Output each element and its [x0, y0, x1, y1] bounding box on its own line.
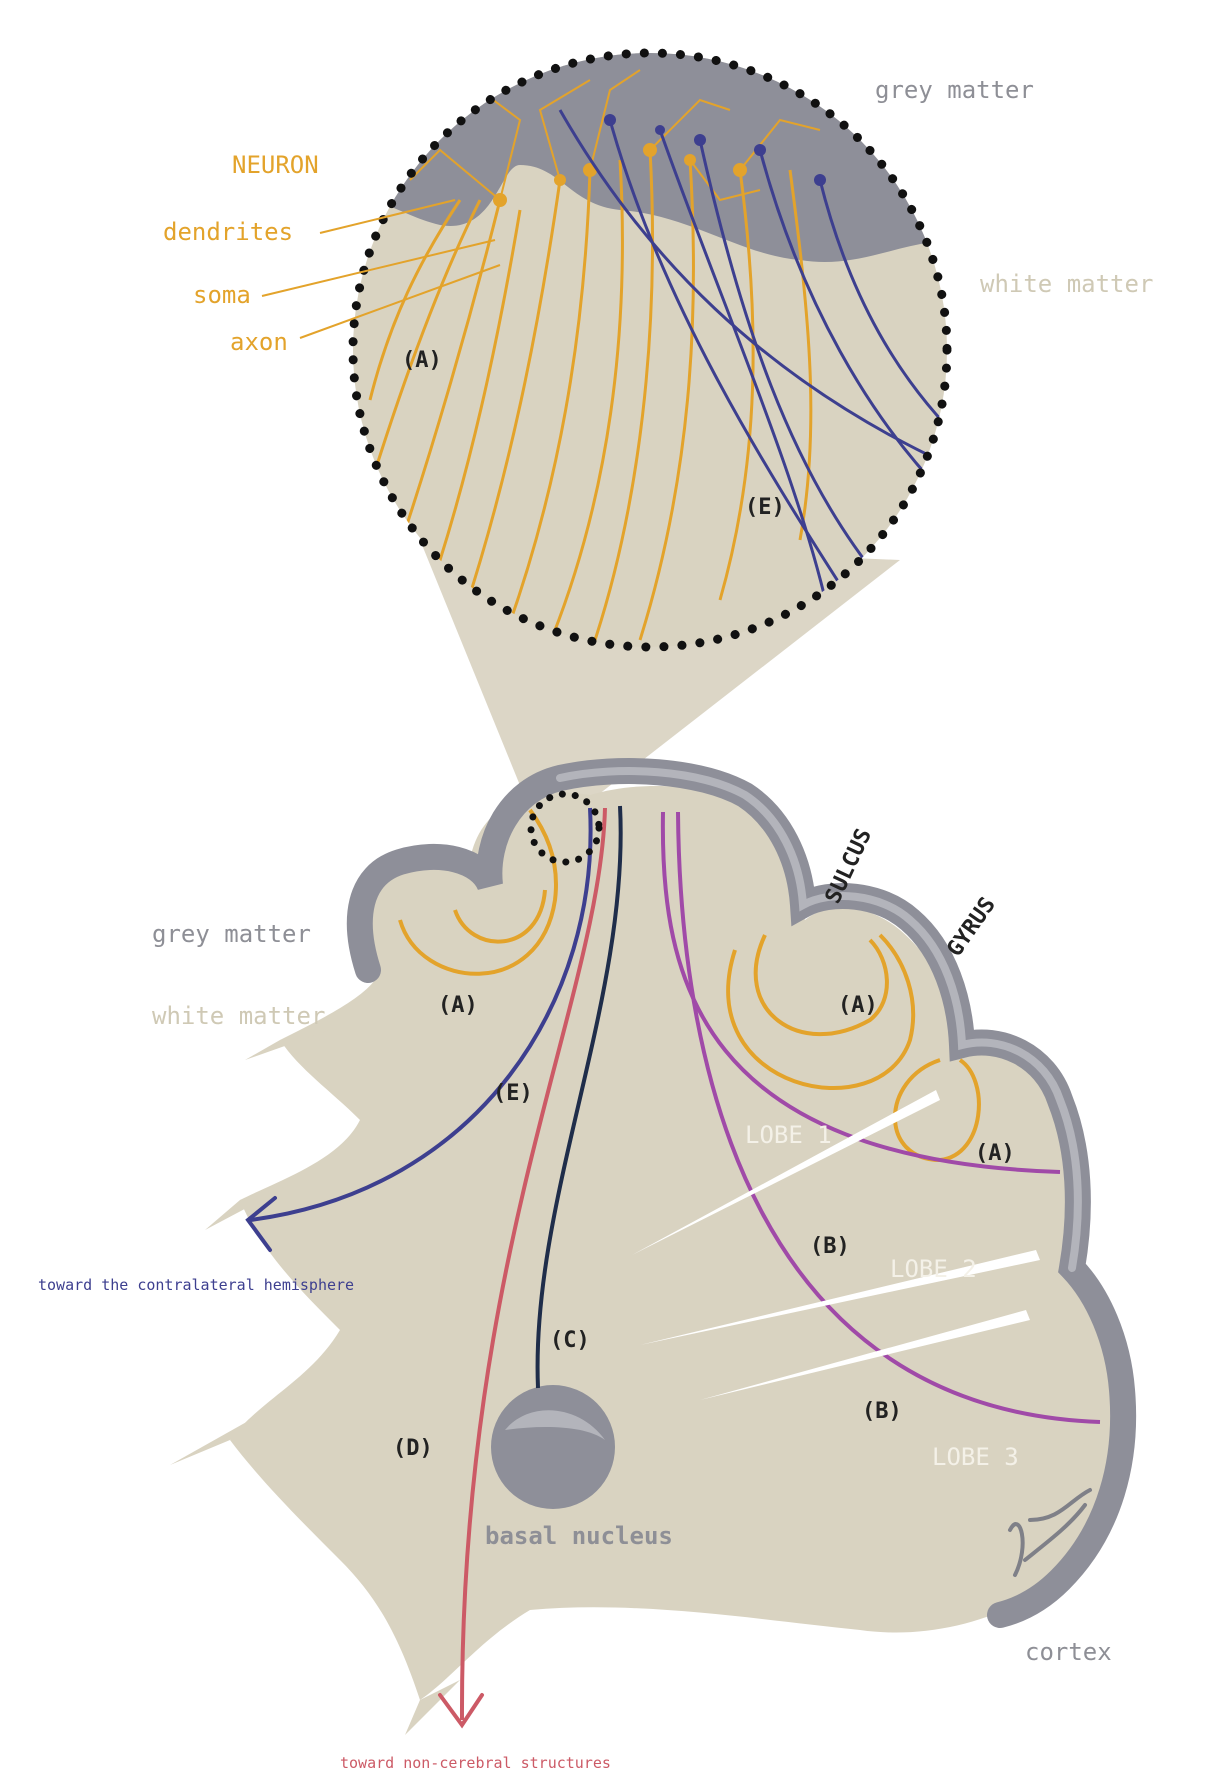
zoom-circle-border [348, 48, 952, 652]
white-matter-region [230, 785, 1117, 1700]
basal-fiber-c [535, 805, 623, 1389]
white-matter-streak [405, 1680, 460, 1735]
label-basal-nucleus: basal nucleus [485, 1522, 673, 1550]
u-fiber-4 [726, 933, 916, 1090]
artist-signature [1008, 1488, 1092, 1577]
label-path-c: (C) [550, 1328, 590, 1353]
label-toward-noncerebral: toward non-cerebral structures [340, 1754, 611, 1772]
association-fiber-b1 [660, 811, 1061, 1174]
arrowhead-contralateral [245, 1196, 277, 1252]
zoom-label-path-a: (A) [402, 348, 442, 373]
zoom-label-grey-matter: grey matter [875, 76, 1034, 104]
lobe-boundaries [632, 1090, 1040, 1400]
label-lobe-3: LOBE 3 [932, 1443, 1019, 1471]
arrowhead-noncerebral [438, 1693, 484, 1729]
projection-fiber-d [459, 807, 607, 1721]
u-fiber-3 [753, 934, 889, 1037]
label-cortex: cortex [1025, 1638, 1112, 1666]
label-path-a-right: (A) [975, 1141, 1015, 1166]
label-path-b-upper: (B) [810, 1234, 850, 1259]
zoom-label-path-e: (E) [745, 495, 785, 520]
association-fiber-b2 [676, 811, 1101, 1424]
label-path-e: (E) [493, 1081, 533, 1106]
zoom-label-axon: axon [230, 328, 288, 356]
lobe-boundary-3 [640, 1250, 1040, 1345]
zoom-pointers [261, 199, 501, 339]
u-fiber-1 [398, 808, 558, 976]
zoom-label-neuron: NEURON [232, 151, 319, 179]
label-white-matter: white matter [152, 1002, 325, 1030]
white-matter-streak [170, 1420, 250, 1465]
label-lobe-1: LOBE 1 [745, 1121, 832, 1149]
label-grey-matter: grey matter [152, 920, 311, 948]
label-path-a-mid: (A) [838, 993, 878, 1018]
zoom-orange-somas [493, 143, 747, 207]
u-fiber-2 [453, 889, 547, 944]
basal-nucleus [491, 1385, 615, 1509]
zoom-label-white-matter: white matter [980, 270, 1153, 298]
label-path-b-lower: (B) [862, 1399, 902, 1424]
u-fibers [398, 808, 981, 1163]
zoom-blue-axons [558, 109, 947, 621]
cortex-highlight [556, 767, 1082, 1272]
label-path-d: (D) [393, 1436, 433, 1461]
commissural-fiber-e [249, 807, 593, 1222]
white-matter-streak [245, 1030, 330, 1060]
zoom-blue-somas [604, 114, 826, 186]
zoom-orange-axons [358, 149, 813, 647]
label-path-a-left: (A) [438, 993, 478, 1018]
label-toward-contralateral: toward the contralateral hemisphere [38, 1276, 354, 1294]
lobe-boundary-1-2 [632, 1090, 940, 1255]
zoom-label-dendrites: dendrites [163, 218, 293, 246]
magnify-region-small [527, 790, 603, 866]
label-gyrus: GYRUS [942, 893, 1000, 962]
white-matter-streak [205, 1185, 290, 1230]
lobe-boundary-2-3 [700, 1310, 1030, 1400]
zoom-label-soma: soma [193, 281, 251, 309]
label-lobe-2: LOBE 2 [890, 1255, 977, 1283]
basal-nucleus-highlight [505, 1410, 605, 1440]
